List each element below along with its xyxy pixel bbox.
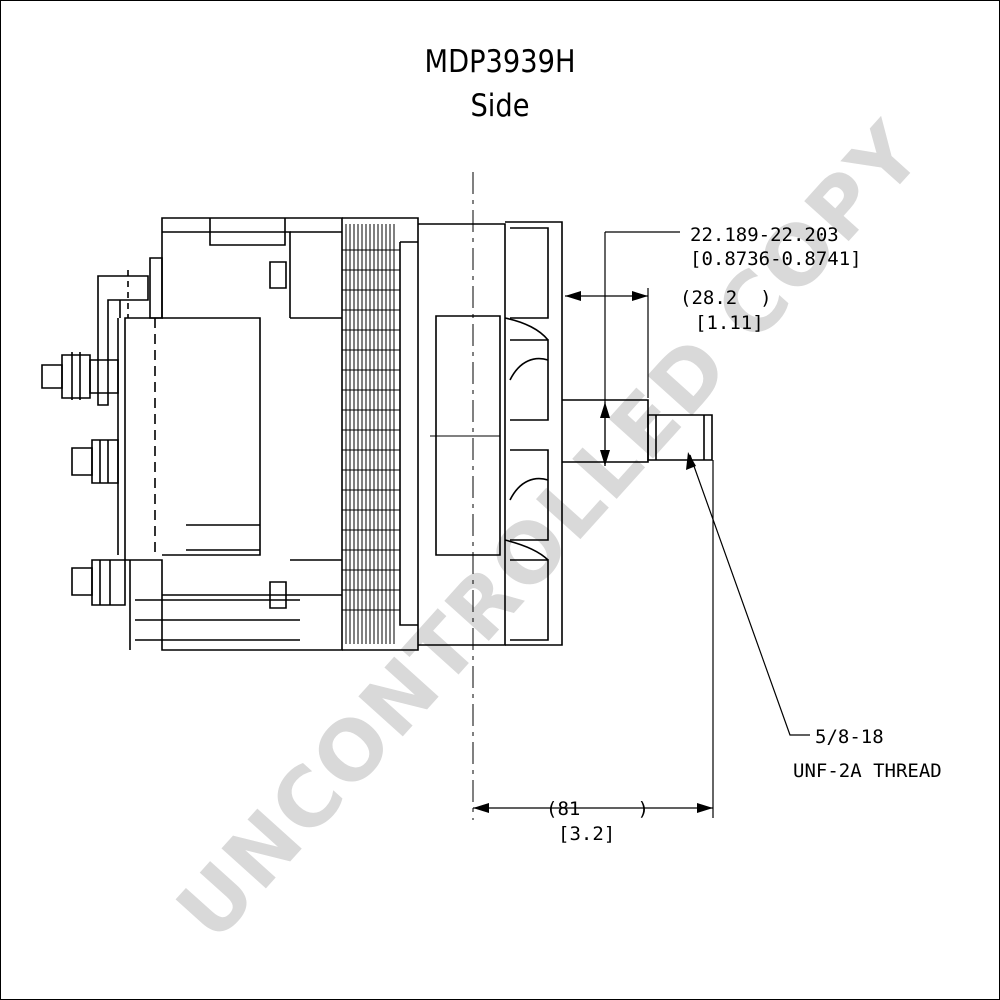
thread-size: 5/8-18 <box>815 726 884 748</box>
part-number-title: MDP3939H <box>424 44 576 80</box>
stator-lamination-rows <box>342 249 400 611</box>
thread-spec: UNF-2A THREAD <box>793 760 942 782</box>
overall-length-in: [3.2] <box>558 823 615 845</box>
dimension-lines <box>473 231 810 818</box>
bore-diameter-in: [0.8736-0.8741] <box>690 248 862 270</box>
view-subtitle: Side <box>470 88 530 124</box>
centre-lines <box>430 172 500 820</box>
flange-to-shaft-mm: (28.2 ) <box>680 287 772 309</box>
bore-diameter-mm: 22.189-22.203 <box>690 224 839 246</box>
overall-length-mm: (81 ) <box>546 798 649 820</box>
flange-to-shaft-in: [1.11] <box>695 312 764 334</box>
stator-laminations <box>345 224 395 644</box>
dimension-arrowheads <box>473 291 713 813</box>
